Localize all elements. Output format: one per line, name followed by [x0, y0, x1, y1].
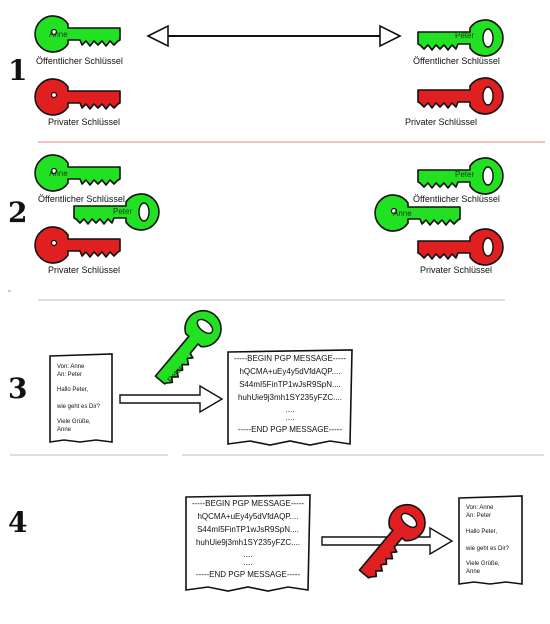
public-key-label-left-1: Öffentlicher Schlüssel	[36, 56, 123, 66]
pgp2-line-1: hQCMA+uEy4y5dVfdAQP....	[197, 512, 298, 521]
section-number-1: 1	[8, 54, 27, 87]
anne-private-key-2	[34, 226, 121, 264]
anne-key-label: Anne	[49, 30, 68, 39]
letter-closing: Viele Grüße,	[57, 419, 91, 425]
letter2-body: wie geht es Dir?	[465, 546, 510, 552]
peter-key-label-copy: Peter	[113, 207, 132, 216]
private-key-label-right-2: Privater Schlüssel	[420, 265, 492, 275]
section-number-4: 4	[8, 506, 27, 539]
private-key-label-right-1: Privater Schlüssel	[405, 117, 477, 127]
pgp-dots-2: ....	[286, 413, 295, 422]
letter2-to: An: Peter	[466, 513, 491, 519]
anne-key-label-2: Anne	[49, 169, 68, 178]
pgp-dots-1: ....	[286, 405, 295, 414]
public-key-label-left-2: Öffentlicher Schlüssel	[38, 194, 125, 204]
peter-public-key-encrypt	[145, 302, 230, 393]
encrypted-message: -----BEGIN PGP MESSAGE----- hQCMA+uEy4y5…	[227, 349, 353, 446]
private-key-label-left-2: Privater Schlüssel	[48, 265, 120, 275]
pgp2-dots-1: ....	[244, 550, 253, 559]
letter2-from: Von: Anne	[466, 505, 494, 511]
pgp-line-1: hQCMA+uEy4y5dVfdAQP....	[239, 367, 340, 376]
pgp2-line-3: huhUie9j3mh1SY235yFZC....	[196, 538, 300, 547]
peter-private-key	[417, 77, 504, 115]
letter-body: wie geht es Dir?	[56, 404, 101, 410]
anne-public-key	[34, 15, 121, 53]
pgp-line-2: S44mI5FinTP1wJsR9SpN....	[239, 380, 341, 389]
decrypted-letter: Von: Anne An: Peter Hallo Peter, wie geh…	[458, 495, 523, 585]
plaintext-letter: Von: Anne An: Peter Hallo Peter, wie geh…	[49, 353, 113, 443]
letter2-closing: Viele Grüße,	[466, 561, 500, 567]
letter-to: An: Peter	[57, 372, 82, 378]
letter-from: Von: Anne	[57, 364, 85, 370]
pgp-line-3: huhUie9j3mh1SY235yFZC....	[238, 393, 342, 402]
peter-key-label: Peter	[455, 31, 474, 40]
encrypt-arrow	[119, 384, 224, 414]
peter-key-label-2: Peter	[455, 170, 474, 179]
letter-signature: Anne	[57, 427, 72, 433]
exchange-arrow	[146, 24, 402, 48]
public-key-label-right-1: Öffentlicher Schlüssel	[413, 56, 500, 66]
letter2-greeting: Hallo Peter,	[466, 529, 497, 535]
anne-key-label-copy: Anne	[393, 209, 412, 218]
private-key-label-left-1: Privater Schlüssel	[48, 117, 120, 127]
peter-private-key-2	[417, 228, 504, 266]
section-number-2: 2	[8, 196, 27, 229]
pgp2-end: -----END PGP MESSAGE-----	[196, 570, 301, 579]
anne-public-key-2	[34, 154, 121, 192]
pgp2-line-2: S44mI5FinTP1wJsR9SpN....	[197, 525, 299, 534]
pgp2-begin: -----BEGIN PGP MESSAGE-----	[192, 499, 305, 508]
letter2-signature: Anne	[466, 569, 481, 575]
letter-greeting: Hallo Peter,	[57, 387, 88, 393]
pgp-end: -----END PGP MESSAGE-----	[238, 425, 343, 434]
anne-private-key	[34, 78, 121, 116]
encrypted-message-2: -----BEGIN PGP MESSAGE----- hQCMA+uEy4y5…	[185, 494, 311, 592]
section-number-3: 3	[8, 372, 27, 405]
pgp-begin: -----BEGIN PGP MESSAGE-----	[234, 354, 347, 363]
public-key-label-right-2: Öffentlicher Schlüssel	[413, 194, 500, 204]
pgp2-dots-2: ....	[244, 558, 253, 567]
